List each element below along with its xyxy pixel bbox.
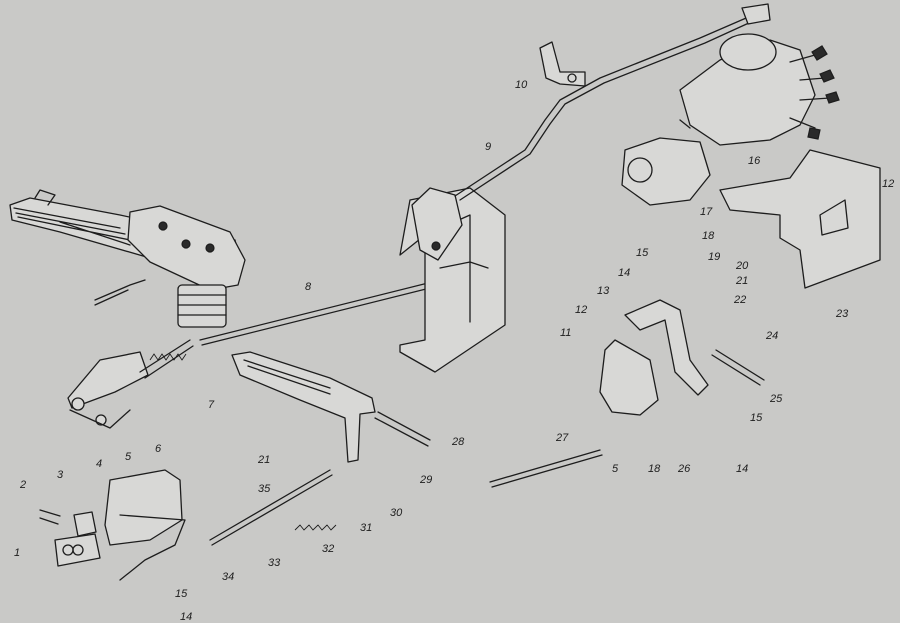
callout-3: 3 (57, 469, 64, 481)
callout-32: 32 (322, 543, 334, 555)
callout-15c: 15 (175, 588, 188, 600)
callout-28: 28 (451, 436, 465, 448)
callout-23: 23 (835, 308, 849, 320)
callout-12b: 12 (882, 178, 894, 190)
callout-21a: 21 (735, 275, 748, 287)
callout-16: 16 (748, 155, 761, 167)
center-bracket (399, 187, 506, 373)
brake-valve (621, 33, 840, 206)
callout-20: 20 (735, 260, 749, 272)
callout-6: 6 (155, 443, 162, 455)
callout-17: 17 (700, 206, 713, 218)
callout-5b: 5 (612, 463, 619, 475)
pedal-assembly (9, 189, 246, 429)
callout-33: 33 (268, 557, 281, 569)
pedal-7 (231, 351, 376, 463)
callout-26: 26 (677, 463, 691, 475)
callout-29: 29 (419, 474, 432, 486)
callout-12a: 12 (575, 304, 587, 316)
rod-33 (209, 469, 333, 546)
callout-30: 30 (390, 507, 403, 519)
lever-13 (624, 299, 709, 396)
long-rod (489, 449, 603, 488)
bracket-11 (599, 339, 659, 416)
rod-9 (454, 11, 763, 201)
callout-22: 22 (733, 294, 746, 306)
callout-2: 2 (19, 479, 26, 491)
callout-7: 7 (208, 399, 215, 411)
bracket-17 (719, 149, 881, 289)
spring-32 (294, 524, 337, 531)
callout-8: 8 (305, 281, 312, 293)
bracket-6-assembly (39, 469, 186, 581)
callout-34: 34 (222, 571, 234, 583)
plate-10 (539, 41, 586, 87)
callout-5a: 5 (125, 451, 132, 463)
callout-11: 11 (560, 327, 571, 339)
callout-24: 24 (765, 330, 778, 342)
callout-31: 31 (360, 522, 372, 534)
callout-35: 35 (258, 483, 271, 495)
callout-19: 19 (708, 251, 720, 263)
callout-14a: 14 (618, 267, 630, 279)
callout-1: 1 (14, 547, 20, 559)
callout-18b: 18 (648, 463, 661, 475)
callout-25: 25 (769, 393, 783, 405)
callout-14b: 14 (736, 463, 748, 475)
callout-9: 9 (485, 141, 491, 153)
rod-8 (199, 279, 443, 346)
callout-13: 13 (597, 285, 610, 297)
pin-28 (374, 411, 431, 447)
callout-14c: 14 (180, 611, 192, 623)
callout-15a: 15 (636, 247, 649, 259)
callout-10: 10 (515, 79, 528, 91)
callout-15b: 15 (750, 412, 763, 424)
callout-27: 27 (555, 432, 569, 444)
callout-21b: 21 (257, 454, 270, 466)
pin-25 (711, 349, 765, 386)
callout-4: 4 (96, 458, 102, 470)
callout-18a: 18 (702, 230, 715, 242)
callout-labels: 1 2 3 4 5 5 6 7 8 9 10 11 12 12 13 14 14… (14, 79, 894, 623)
